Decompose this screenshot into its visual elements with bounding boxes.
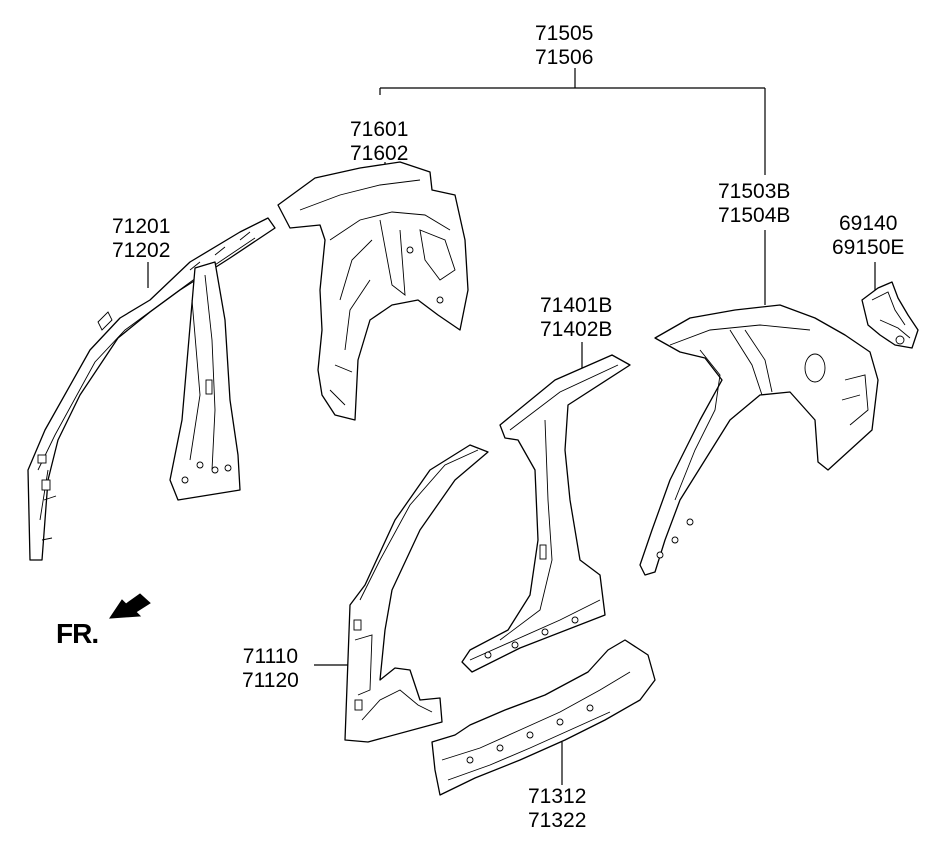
code: 71401B	[540, 294, 613, 317]
code: 71312	[528, 785, 587, 808]
code: 69150E	[832, 236, 905, 259]
part-center-pillar-inner	[169, 261, 241, 501]
code: 71201	[112, 215, 171, 238]
part-bracket	[861, 281, 919, 349]
leader-71505	[379, 68, 766, 175]
code: 71602	[350, 142, 409, 165]
label-roof-rail: 71201 71202	[112, 215, 170, 263]
label-quarter: 71503B 71504B	[718, 180, 790, 228]
code: 71504B	[718, 204, 791, 227]
code: 71402B	[540, 318, 613, 341]
part-quarter-panel	[639, 304, 879, 576]
code: 69140	[839, 212, 898, 235]
part-center-pillar-outer	[461, 354, 631, 673]
code: 71110	[242, 645, 299, 668]
code: 71601	[350, 118, 409, 141]
code: 71322	[528, 809, 587, 832]
part-sill	[431, 639, 656, 796]
leader-lines	[147, 68, 876, 785]
code: 71120	[242, 669, 299, 692]
label-center-pillar: 71401B 71402B	[540, 294, 612, 342]
code: 71506	[535, 46, 594, 69]
code: 71505	[535, 22, 594, 45]
label-sill: 71312 71322	[528, 785, 586, 833]
part-rear-inner	[277, 161, 469, 421]
part-front-pillar	[344, 444, 489, 743]
label-bracket: 69140 69150E	[832, 212, 904, 260]
label-front-pillar: 71110 71120	[242, 645, 299, 693]
label-top: 71505 71506	[535, 22, 593, 70]
label-rear-inner: 71601 71602	[350, 118, 408, 166]
front-indicator-label: FR.	[56, 618, 99, 649]
part-roof-rail-inner	[27, 217, 276, 561]
code: 71503B	[718, 180, 791, 203]
front-arrow-icon	[109, 593, 151, 619]
code: 71202	[112, 239, 171, 262]
